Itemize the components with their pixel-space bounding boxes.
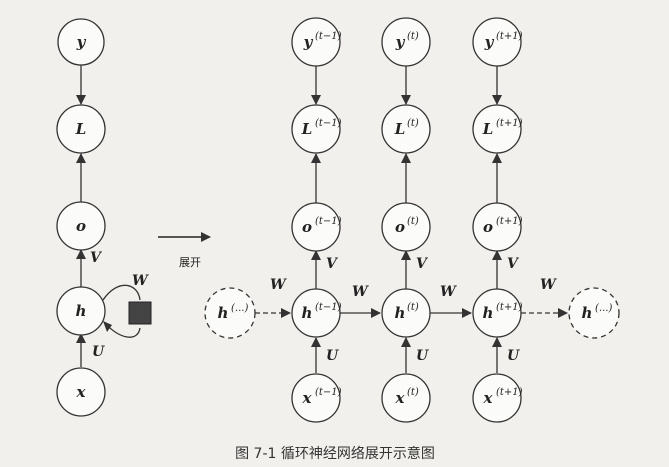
node-y-t-label: y bbox=[395, 33, 406, 51]
node-x-t-sup: (t) bbox=[407, 387, 419, 398]
node-L-t bbox=[381, 104, 431, 154]
edge-label-W-2: W bbox=[440, 284, 457, 300]
node-o-t-minus-1 bbox=[291, 202, 341, 252]
node-y-t-sup: (t) bbox=[407, 31, 419, 42]
node-x-t-minus-1-label: x bbox=[302, 389, 313, 407]
node-h-prev-sup: (...) bbox=[231, 303, 248, 314]
edge-label-W-0: W bbox=[270, 277, 287, 293]
node-o-t-plus-1-label: o bbox=[483, 218, 493, 236]
node-L-t-label: L bbox=[394, 120, 406, 138]
node-o bbox=[56, 201, 106, 251]
node-x-t-label: x bbox=[395, 389, 406, 407]
node-L-t-plus-1-label: L bbox=[482, 120, 494, 138]
node-h-t-sup: (t) bbox=[407, 302, 419, 313]
node-o-t bbox=[381, 202, 431, 252]
node-y bbox=[57, 18, 105, 66]
node-h-t-plus-1-sup: (t+1) bbox=[496, 302, 523, 313]
edge-label-V-t: V bbox=[416, 256, 429, 272]
node-o-label: o bbox=[76, 217, 86, 235]
node-y-t-plus-1-label: y bbox=[484, 33, 495, 51]
figure-caption: 图 7-1 循环神经网络展开示意图 bbox=[235, 445, 435, 462]
node-x-label: x bbox=[76, 383, 87, 401]
edge-label-U-t: U bbox=[416, 348, 429, 364]
edge-label-W: W bbox=[132, 273, 149, 289]
delay-square bbox=[128, 301, 152, 325]
node-L-t-sup: (t) bbox=[407, 118, 419, 129]
node-h-next-sup: (...) bbox=[595, 303, 612, 314]
node-h-t-minus-1-sup: (t−1) bbox=[315, 302, 342, 313]
node-y-label: y bbox=[76, 33, 87, 51]
node-L bbox=[56, 104, 106, 154]
node-h-t-plus-1-label: h bbox=[483, 304, 494, 322]
node-y-t-minus-1-sup: (t−1) bbox=[315, 31, 342, 42]
edge-label-V-t-plus-1: V bbox=[507, 256, 520, 272]
self-loop-arrowhead bbox=[103, 321, 112, 332]
node-x-t-minus-1-sup: (t−1) bbox=[315, 387, 342, 398]
node-o-t-minus-1-label: o bbox=[302, 218, 312, 236]
edge-label-U-t-minus-1: U bbox=[326, 348, 339, 364]
node-h-prev-label: h bbox=[218, 304, 229, 322]
node-y-t bbox=[381, 17, 431, 67]
node-h-next-label: h bbox=[582, 304, 593, 322]
edge-label-W-3: W bbox=[540, 277, 557, 293]
node-h-t-plus-1 bbox=[472, 288, 522, 338]
node-x-t-plus-1-sup: (t+1) bbox=[496, 387, 523, 398]
node-x-t-plus-1 bbox=[472, 373, 522, 423]
node-L-t-plus-1-sup: (t+1) bbox=[496, 118, 523, 129]
node-o-t-minus-1-sup: (t−1) bbox=[315, 216, 342, 227]
edge-label-V: V bbox=[90, 250, 103, 266]
unfold-label: 展开 bbox=[179, 256, 201, 269]
node-x-t bbox=[381, 373, 431, 423]
node-h-t-minus-1-label: h bbox=[302, 304, 313, 322]
node-h-t bbox=[381, 288, 431, 338]
node-o-t-plus-1 bbox=[472, 202, 522, 252]
node-y-t-plus-1-sup: (t+1) bbox=[496, 31, 523, 42]
node-o-t-plus-1-sup: (t+1) bbox=[496, 216, 523, 227]
column-t: V U y (t) L (t) o (t) h (t) x (t) bbox=[381, 17, 431, 423]
folded-graph: y L o h x V U W bbox=[56, 18, 152, 417]
edge-label-U: U bbox=[92, 344, 105, 360]
node-h-label: h bbox=[76, 302, 87, 320]
column-t-minus-1: V U y (t−1) L (t−1) o (t−1) h (t−1) x (t… bbox=[291, 17, 342, 423]
edge-label-W-1: W bbox=[352, 284, 369, 300]
node-L-t-minus-1-label: L bbox=[301, 120, 313, 138]
node-y-t-minus-1-label: y bbox=[303, 33, 314, 51]
node-x bbox=[56, 367, 106, 417]
node-h bbox=[56, 286, 106, 336]
node-h-t-label: h bbox=[395, 304, 406, 322]
unfold-indicator: 展开 bbox=[158, 232, 211, 269]
node-h-t-minus-1 bbox=[291, 288, 341, 338]
node-x-t-plus-1-label: x bbox=[483, 389, 494, 407]
node-L-t-minus-1 bbox=[291, 104, 341, 154]
edge-label-V-t-minus-1: V bbox=[326, 256, 339, 272]
node-h-next bbox=[568, 287, 620, 339]
node-L-t-plus-1 bbox=[472, 104, 522, 154]
node-o-t-sup: (t) bbox=[407, 216, 419, 227]
node-y-t-minus-1 bbox=[291, 17, 341, 67]
node-o-t-label: o bbox=[395, 218, 405, 236]
node-y-t-plus-1 bbox=[472, 17, 522, 67]
column-t-plus-1: V U y (t+1) L (t+1) o (t+1) h (t+1) x (t… bbox=[472, 17, 523, 423]
node-x-t-minus-1 bbox=[291, 373, 341, 423]
node-L-label: L bbox=[75, 120, 87, 138]
edge-label-U-t-plus-1: U bbox=[507, 348, 520, 364]
node-L-t-minus-1-sup: (t−1) bbox=[315, 118, 342, 129]
unfolded-graph: h (...) h (...) W W W W V U y (t−1) L (t… bbox=[204, 17, 620, 423]
